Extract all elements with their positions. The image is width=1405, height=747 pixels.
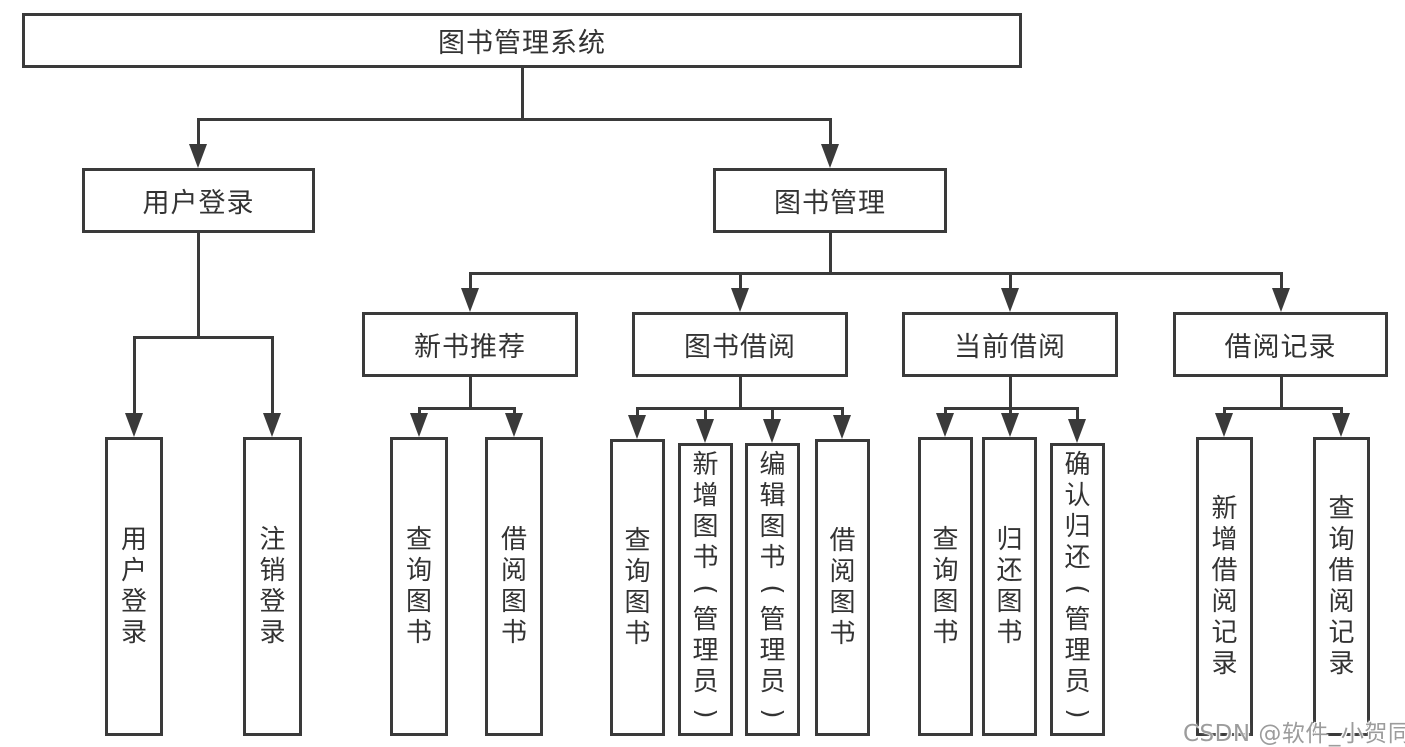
connector-user-login-split	[133, 336, 274, 339]
connector-to-book-management	[829, 118, 832, 148]
connector-to-borrowing-records	[1280, 272, 1283, 290]
connector-level2-split	[469, 272, 1283, 275]
connector-to-return-books	[1009, 407, 1012, 415]
connector-to-add-books	[704, 407, 707, 421]
leaf-logout-login: 注销登录	[243, 437, 302, 736]
leaf-add-borrow-record: 新增借阅记录	[1196, 437, 1253, 736]
leaf-return-books: 归还图书	[982, 437, 1037, 736]
connector-to-leaf-user-login	[133, 336, 136, 415]
arrow-to-book-management	[821, 144, 839, 168]
connector-new-book-split	[418, 407, 516, 410]
connector-to-query-books-3	[944, 407, 947, 415]
node-book-borrowing: 图书借阅	[632, 312, 848, 377]
connector-to-add-record	[1223, 407, 1226, 415]
node-user-login: 用户登录	[82, 168, 315, 233]
leaf-borrow-books-borrowing: 借阅图书	[815, 439, 870, 736]
leaf-add-books-admin: 新增图书(管理员)	[678, 443, 733, 736]
connector-book-management-stem	[829, 233, 832, 272]
connector-to-new-book	[469, 272, 472, 290]
connector-to-borrow-books-1	[513, 407, 516, 415]
arrow-to-leaf-user-login	[125, 413, 143, 437]
arrow-to-query-books-1	[410, 413, 428, 437]
connector-to-book-borrowing	[739, 272, 742, 290]
connector-borrowing-records-split	[1223, 407, 1342, 410]
arrow-to-new-book	[461, 288, 479, 312]
arrow-to-borrow-books-1	[505, 413, 523, 437]
connector-to-user-login	[197, 118, 200, 148]
arrow-to-borrowing-records	[1272, 288, 1290, 312]
arrow-to-current-borrowing	[1001, 288, 1019, 312]
arrow-to-add-books	[696, 419, 714, 443]
arrow-to-query-books-2	[628, 415, 646, 439]
arrow-to-confirm-return	[1068, 419, 1086, 443]
leaf-query-books-recommend: 查询图书	[390, 437, 448, 736]
node-new-book-recommend: 新书推荐	[362, 312, 578, 377]
connector-to-confirm-return	[1076, 407, 1079, 421]
connector-to-query-record	[1340, 407, 1343, 415]
connector-borrowing-records-stem	[1280, 377, 1283, 407]
connector-to-current-borrowing	[1009, 272, 1012, 290]
connector-to-query-books-2	[636, 407, 639, 417]
leaf-query-books-borrowing: 查询图书	[610, 439, 665, 736]
leaf-query-borrow-record: 查询借阅记录	[1313, 437, 1370, 736]
arrow-to-return-books	[1001, 413, 1019, 437]
arrow-to-borrow-books-2	[833, 415, 851, 439]
leaf-borrow-books-recommend: 借阅图书	[485, 437, 543, 736]
arrow-to-query-record	[1332, 413, 1350, 437]
connector-to-query-books-1	[418, 407, 421, 415]
arrow-to-edit-books	[763, 419, 781, 443]
leaf-confirm-return-admin: 确认归还(管理员)	[1050, 443, 1105, 736]
arrow-to-user-login	[189, 144, 207, 168]
connector-to-leaf-logout	[271, 336, 274, 415]
connector-root-stem	[521, 68, 524, 118]
leaf-edit-books-admin: 编辑图书(管理员)	[745, 443, 800, 736]
connector-user-login-stem	[197, 233, 200, 336]
csdn-watermark: CSDN @软件_小贺同学	[1183, 721, 1405, 747]
arrow-to-book-borrowing	[731, 288, 749, 312]
arrow-to-leaf-logout	[263, 413, 281, 437]
node-borrowing-records: 借阅记录	[1173, 312, 1388, 377]
connector-book-borrowing-stem	[739, 377, 742, 407]
node-book-management: 图书管理	[713, 168, 947, 233]
arrow-to-add-record	[1215, 413, 1233, 437]
connector-level1-split	[197, 118, 832, 121]
connector-book-borrowing-split	[636, 407, 843, 410]
connector-new-book-stem	[469, 377, 472, 407]
node-root: 图书管理系统	[22, 13, 1022, 68]
connector-to-edit-books	[771, 407, 774, 421]
node-current-borrowing: 当前借阅	[902, 312, 1118, 377]
connector-current-borrowing-stem	[1009, 377, 1012, 407]
leaf-user-login: 用户登录	[105, 437, 163, 736]
arrow-to-query-books-3	[936, 413, 954, 437]
leaf-query-books-current: 查询图书	[918, 437, 973, 736]
connector-to-borrow-books-2	[841, 407, 844, 417]
